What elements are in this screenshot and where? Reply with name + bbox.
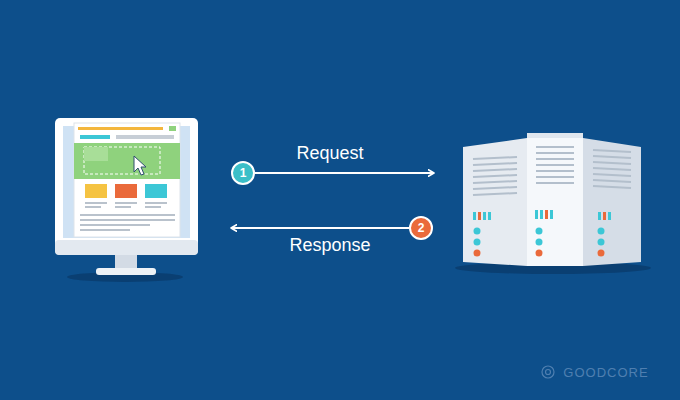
status-lights (474, 228, 605, 257)
arrow-label: Response (289, 235, 370, 256)
vent-line (473, 169, 517, 171)
vent-line (536, 152, 574, 154)
vent-line (473, 187, 517, 189)
vent-line (473, 181, 517, 183)
server-illustration (455, 133, 651, 274)
request-arrow (255, 172, 434, 174)
vent-line (536, 170, 574, 172)
callout-text: 2 (418, 222, 425, 234)
callout-text: 1 (240, 167, 247, 179)
vent-line (473, 157, 517, 159)
arrow-label: Request (296, 143, 363, 164)
vent-line (593, 168, 631, 170)
callout-number: 1 (231, 161, 255, 185)
vent-line (473, 175, 517, 177)
vent-line (473, 193, 517, 195)
vent-line (593, 150, 631, 152)
vent-line (536, 182, 574, 184)
vent-line (593, 180, 631, 182)
monitor-illustration (55, 118, 198, 282)
vent-line (593, 162, 631, 164)
response-arrow (231, 227, 409, 229)
status-bars (473, 210, 611, 220)
vent-line (536, 158, 574, 160)
vent-line (593, 186, 631, 188)
vent-line (473, 163, 517, 165)
vent-line (536, 176, 574, 178)
vent-line (536, 146, 574, 148)
vent-line (593, 174, 631, 176)
callout-number: 2 (409, 216, 433, 240)
vent-line (593, 156, 631, 158)
watermark-logo (542, 366, 554, 378)
vent-line (536, 164, 574, 166)
watermark: GOODCORE (563, 365, 648, 380)
